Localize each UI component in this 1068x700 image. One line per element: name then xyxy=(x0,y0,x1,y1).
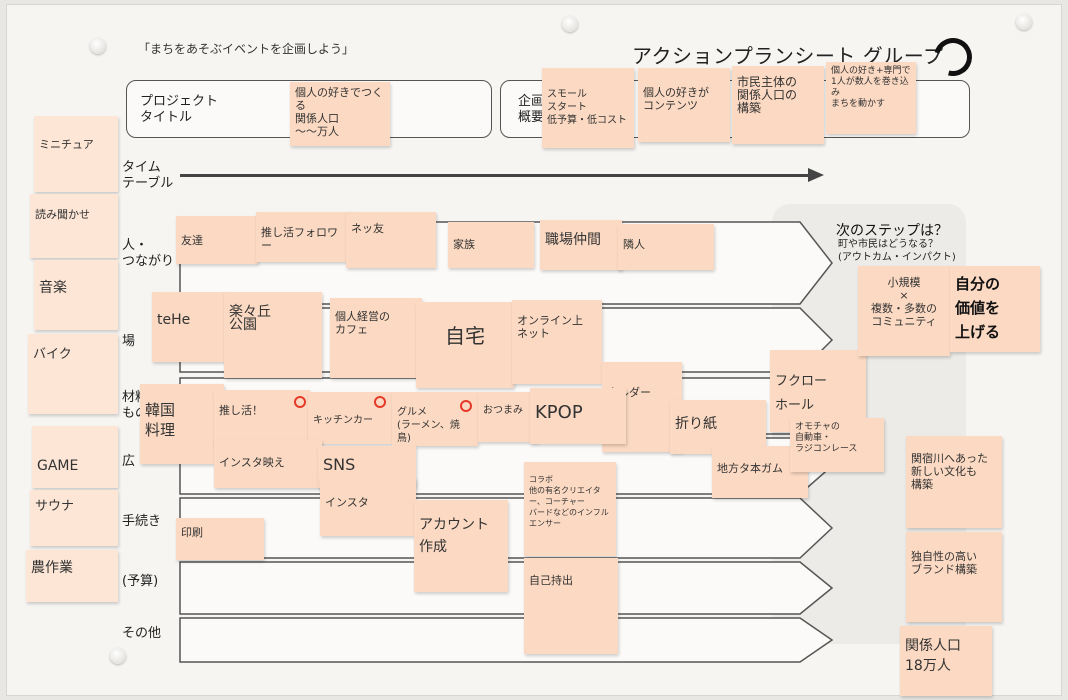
sticky-note[interactable]: 印刷 xyxy=(176,518,264,560)
sticky-note[interactable]: ネッ友 xyxy=(346,212,436,268)
event-subtitle: 「まちをあそぶイベントを企画しよう」 xyxy=(138,42,355,56)
timeline-arrow xyxy=(180,174,812,177)
timetable-label: タイム テーブル xyxy=(122,160,174,191)
sticky-note[interactable]: 職場仲間 xyxy=(540,220,622,270)
sticky-note[interactable]: インスタ映え xyxy=(214,440,322,488)
people-label: 人・ つながり xyxy=(122,238,175,269)
timeline-arrowhead-icon xyxy=(808,168,824,182)
project-title-label: プロジェクト タイトル xyxy=(140,94,219,125)
overview-label: 企画 概要 xyxy=(518,94,545,125)
sticky-note[interactable]: 韓国 料理 xyxy=(140,384,224,464)
sticky-note[interactable]: おつまみ xyxy=(478,392,538,442)
next-step-subtitle: 町や市民はどうなる？ (アウトカム・インパクト) xyxy=(838,239,956,263)
sticky-note[interactable]: 個人経営の カフェ xyxy=(330,298,422,378)
sticky-note[interactable]: 農作業 xyxy=(26,550,118,602)
sticky-note[interactable]: ミニチュア xyxy=(34,116,118,192)
sticky-note[interactable]: teHe xyxy=(152,292,226,362)
outcome-note[interactable]: 小規模 × 複数・多数の コミュニティ xyxy=(858,266,950,356)
red-circle-mark-icon xyxy=(294,396,306,408)
sticky-note[interactable]: オモチャの 自動車・ ラジコンレース xyxy=(790,418,884,472)
place-label: 場 xyxy=(122,334,136,349)
sticky-note[interactable]: オンライン上 ネット xyxy=(512,300,602,384)
sticky-note[interactable]: サウナ xyxy=(30,490,118,546)
sticky-note[interactable]: 自宅 xyxy=(416,302,514,388)
red-circle-mark-icon xyxy=(460,400,472,412)
sticky-note[interactable]: インスタ xyxy=(320,478,416,536)
outcome-note[interactable]: 自分の 価値を 上げる xyxy=(950,266,1040,352)
sticky-note[interactable]: 折り紙 xyxy=(670,400,766,454)
sticky-note[interactable]: 音楽 xyxy=(34,260,118,330)
overview-note[interactable]: スモール スタート 低予算・低コスト xyxy=(542,68,634,148)
sticky-note[interactable]: バイク xyxy=(28,334,118,414)
outcome-note[interactable]: 関宿川へあった 新しい文化も 構築 xyxy=(906,436,1002,528)
pushpin-icon xyxy=(1016,14,1032,30)
overview-note[interactable]: 個人の好きが コンテンツ xyxy=(638,68,730,142)
pushpin-icon xyxy=(90,38,106,54)
publicity-label: 広 xyxy=(122,454,136,469)
other-label: その他 xyxy=(122,626,162,641)
sticky-note[interactable]: 家族 xyxy=(448,222,534,268)
overview-note[interactable]: 個人の好き+専門で 1人が数人を巻き込み まちを動かす xyxy=(826,62,916,134)
sticky-note[interactable]: 推し活フォロワー xyxy=(256,212,352,262)
sticky-note[interactable]: KPOP xyxy=(530,388,626,444)
sticky-note[interactable]: 楽々丘 公園 xyxy=(224,292,322,378)
sticky-note[interactable]: 友達 xyxy=(176,216,258,264)
sticky-note[interactable]: コラボ 他の有名クリエイター、コーチャー バードなどのインフルエンサー xyxy=(524,462,616,556)
budget-label: (予算) xyxy=(122,574,159,589)
project-title-note[interactable]: 個人の好きでつくる 関係人口 〜〜万人 xyxy=(290,82,390,146)
outcome-note[interactable]: 関係人口 18万人 xyxy=(900,626,992,696)
overview-note[interactable]: 市民主体の 関係人口の 構築 xyxy=(732,66,824,144)
sticky-note[interactable]: 読み聞かせ xyxy=(30,194,118,258)
sticky-note[interactable]: アカウント 作成 xyxy=(414,500,508,592)
sticky-note[interactable]: GAME xyxy=(32,426,118,488)
procedures-label: 手続き xyxy=(122,514,162,529)
sticky-note[interactable]: 自己持出 xyxy=(524,558,618,654)
next-step-title: 次のステップは？ xyxy=(836,223,948,239)
pushpin-icon xyxy=(562,16,578,32)
red-circle-mark-icon xyxy=(374,396,386,408)
outcome-note[interactable]: 独自性の高い ブランド構築 xyxy=(906,532,1002,622)
pushpin-icon xyxy=(110,648,126,664)
other-row-arrow xyxy=(179,617,834,663)
sticky-note[interactable]: 隣人 xyxy=(618,224,714,270)
